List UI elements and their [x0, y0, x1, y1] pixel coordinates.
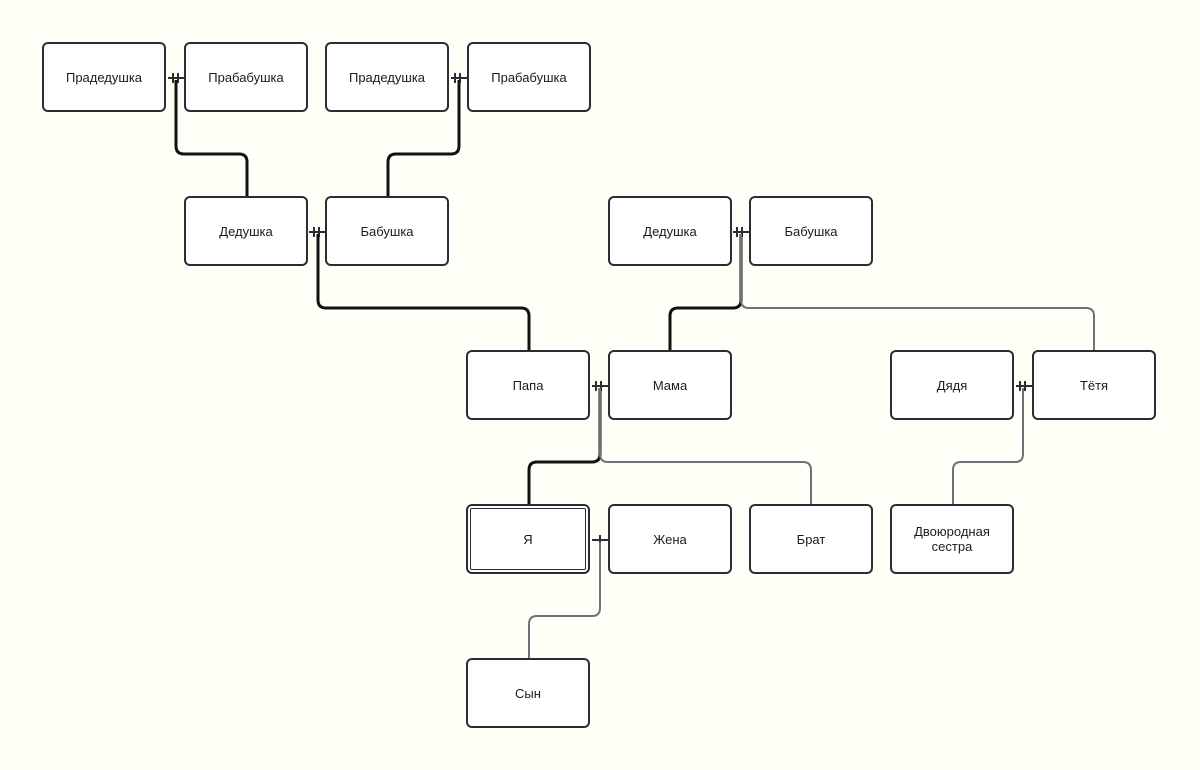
node-cousin[interactable]: Двоюродная сестра — [890, 504, 1014, 574]
node-label: Я — [523, 531, 533, 547]
node-label: Жена — [653, 531, 687, 547]
node-grandfather-paternal[interactable]: Дедушка — [184, 196, 308, 266]
node-label: Дедушка — [219, 223, 273, 239]
node-label: Дедушка — [643, 223, 697, 239]
node-label: Тётя — [1079, 377, 1109, 393]
direct-lineage-links — [174, 80, 743, 504]
node-label: Двоюродная сестра — [914, 524, 990, 554]
node-grandmother-paternal[interactable]: Бабушка — [325, 196, 449, 266]
node-label: Прабабушка — [491, 69, 567, 85]
node-label: Дядя — [936, 377, 968, 393]
node-label: Прадедушка — [65, 69, 143, 85]
node-wife[interactable]: Жена — [608, 504, 732, 574]
node-label: Брат — [796, 531, 826, 547]
node-grandfather-maternal[interactable]: Дедушка — [608, 196, 732, 266]
node-son[interactable]: Сын — [466, 658, 590, 728]
node-me[interactable]: Я — [466, 504, 590, 574]
node-grandmother-maternal[interactable]: Бабушка — [749, 196, 873, 266]
couple-connectors — [168, 73, 1032, 545]
relative-links — [528, 234, 1095, 658]
node-great-grandfather-paternal-2[interactable]: Прадедушка — [325, 42, 449, 112]
node-label: Бабушка — [360, 223, 414, 239]
node-label: Прабабушка — [208, 69, 284, 85]
node-label: Прадедушка — [348, 69, 426, 85]
node-label: Папа — [512, 377, 544, 393]
node-label: Мама — [652, 377, 688, 393]
node-great-grandfather-paternal-1[interactable]: Прадедушка — [42, 42, 166, 112]
node-father[interactable]: Папа — [466, 350, 590, 420]
node-brother[interactable]: Брат — [749, 504, 873, 574]
node-aunt[interactable]: Тётя — [1032, 350, 1156, 420]
node-uncle[interactable]: Дядя — [890, 350, 1014, 420]
node-label: Бабушка — [784, 223, 838, 239]
node-mother[interactable]: Мама — [608, 350, 732, 420]
node-great-grandmother-paternal-2[interactable]: Прабабушка — [467, 42, 591, 112]
node-great-grandmother-paternal-1[interactable]: Прабабушка — [184, 42, 308, 112]
node-label: Сын — [515, 685, 541, 701]
